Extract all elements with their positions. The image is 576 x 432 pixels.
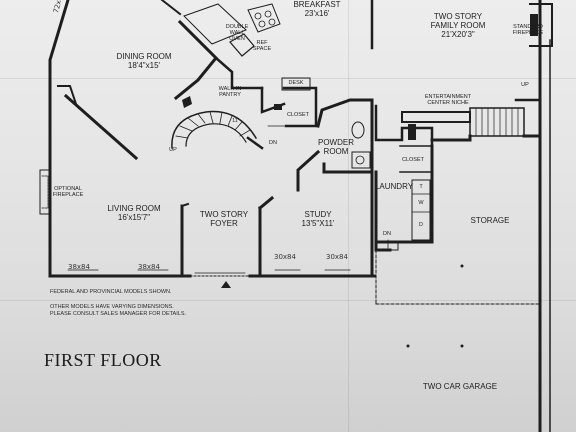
- toilet: [351, 121, 365, 139]
- powder-room-wall: [316, 98, 374, 174]
- oven-block: [229, 33, 255, 57]
- living-room-label: LIVING ROOM 16'x15'7": [86, 204, 182, 222]
- family-stair-up-label: UP: [521, 82, 529, 88]
- stair-dn-label: DN: [269, 140, 277, 146]
- room-dimensions: 16'x15'7": [117, 213, 151, 222]
- kitchen-island: [183, 3, 247, 45]
- washer-column: [411, 179, 431, 241]
- entry-marker: [221, 281, 231, 288]
- stair-rail: [246, 136, 264, 150]
- closet-block: [274, 104, 282, 110]
- storage-label: STORAGE: [470, 216, 510, 225]
- desk-label: DESK: [288, 80, 304, 86]
- stair-up-label: UP: [169, 147, 177, 153]
- entertainment-niche-label: ENTERTAINMENT CENTER NICHE: [424, 94, 472, 106]
- entertainment-niche: [401, 111, 471, 123]
- burner: [254, 12, 262, 20]
- plan-title: FIRST FLOOR: [44, 350, 162, 370]
- hall-wall: [260, 86, 318, 128]
- laundry-label: LAUNDRY: [374, 182, 414, 191]
- room-name: LIVING ROOM: [107, 204, 161, 213]
- garage-label: TWO CAR GARAGE: [422, 382, 498, 391]
- optional-fireplace-label: OPTIONAL FIREPLACE: [52, 186, 84, 198]
- garage-post: [406, 344, 410, 348]
- desk: [281, 77, 311, 91]
- room-name: DINING ROOM: [116, 52, 172, 61]
- cooktop: [247, 3, 281, 33]
- family-stair-treads: [475, 107, 519, 137]
- foyer-label: TWO STORY FOYER: [199, 210, 249, 228]
- burner: [264, 10, 272, 18]
- pantry-wall: [173, 19, 219, 101]
- garage-post: [460, 344, 464, 348]
- powder-room-label: POWDER ROOM: [318, 138, 354, 156]
- powder-vanity: [351, 151, 371, 169]
- pantry-wall-2: [214, 56, 264, 90]
- handwritten-window-size: 30x84: [274, 253, 296, 261]
- breakfast-room-label: BREAKFAST 23'x16': [262, 0, 372, 18]
- room-dimensions: 21'X20'3": [441, 30, 475, 39]
- dining-living-diagonal: [63, 93, 139, 161]
- optional-fireplace-inner: [41, 175, 49, 209]
- laundry-closet-label: CLOSET: [401, 157, 424, 163]
- study-label: STUDY 13'5"X11': [284, 210, 352, 228]
- room-dimensions: 18'4"x15': [127, 61, 161, 70]
- note-consult-sales: PLEASE CONSULT SALES MANAGER FOR DETAILS…: [50, 311, 187, 317]
- washer-divider: [411, 193, 431, 213]
- note-varying-dimensions: OTHER MODELS HAVE VARYING DIMENSIONS.: [50, 304, 174, 310]
- stair-treads: [175, 111, 251, 139]
- dining-room-label: DINING ROOM 18'4"x15': [98, 52, 190, 70]
- garage-stair-dn-label: DN: [383, 231, 391, 237]
- garage-stair: [377, 241, 399, 251]
- room-dimensions: 13'5"X11': [301, 219, 335, 228]
- walk-in-pantry-label: WALK-IN PANTRY: [218, 86, 242, 98]
- foyer-wall-stub: [180, 202, 190, 208]
- laundry-tub-label: T: [419, 184, 423, 190]
- handwritten-window-size: 38x84: [138, 263, 160, 271]
- niche-block: [408, 124, 416, 140]
- washer-label: W: [418, 200, 424, 206]
- optional-fireplace: [39, 169, 51, 215]
- hall-closet-label: CLOSET: [286, 112, 309, 118]
- fireplace-hearth: [530, 14, 538, 36]
- room-name: BREAKFAST: [293, 0, 341, 9]
- burner: [258, 20, 266, 28]
- family-stair: [469, 107, 525, 137]
- room-dimensions: 23'x16': [304, 9, 330, 18]
- burner: [268, 18, 276, 26]
- laundry-wall-top: [374, 104, 434, 148]
- room-name: STUDY: [304, 210, 332, 219]
- standard-fireplace-label: STANDARD FIREPLACE: [512, 24, 544, 36]
- dining-corner-bump: [57, 85, 78, 106]
- room-name: TWO STORY FAMILY ROOM: [430, 12, 486, 30]
- garage-post: [460, 264, 464, 268]
- dining-right-wall: [160, 0, 182, 16]
- handwritten-window-size: 30x84: [326, 253, 348, 261]
- curved-stair-outer: [171, 110, 258, 149]
- dryer-label: D: [419, 222, 423, 228]
- standard-fireplace: [529, 3, 553, 47]
- sink: [355, 155, 365, 165]
- note-models-shown: FEDERAL AND PROVINCIAL MODELS SHOWN.: [50, 289, 172, 295]
- handwritten-window-size: 38x84: [68, 263, 90, 271]
- family-room-label: TWO STORY FAMILY ROOM 21'X20'3": [408, 12, 508, 39]
- double-wall-oven-label: DOUBLE WALL OVEN: [225, 24, 249, 42]
- study-wall-left: [296, 149, 321, 192]
- exterior-wall-left: [48, 0, 70, 278]
- study-wall-door: [257, 195, 275, 278]
- pantry-corner: [182, 96, 192, 108]
- ref-space-label: REF SPACE: [252, 40, 272, 52]
- curved-stair-inner: [185, 123, 247, 147]
- stair-count-label: 11: [232, 118, 238, 124]
